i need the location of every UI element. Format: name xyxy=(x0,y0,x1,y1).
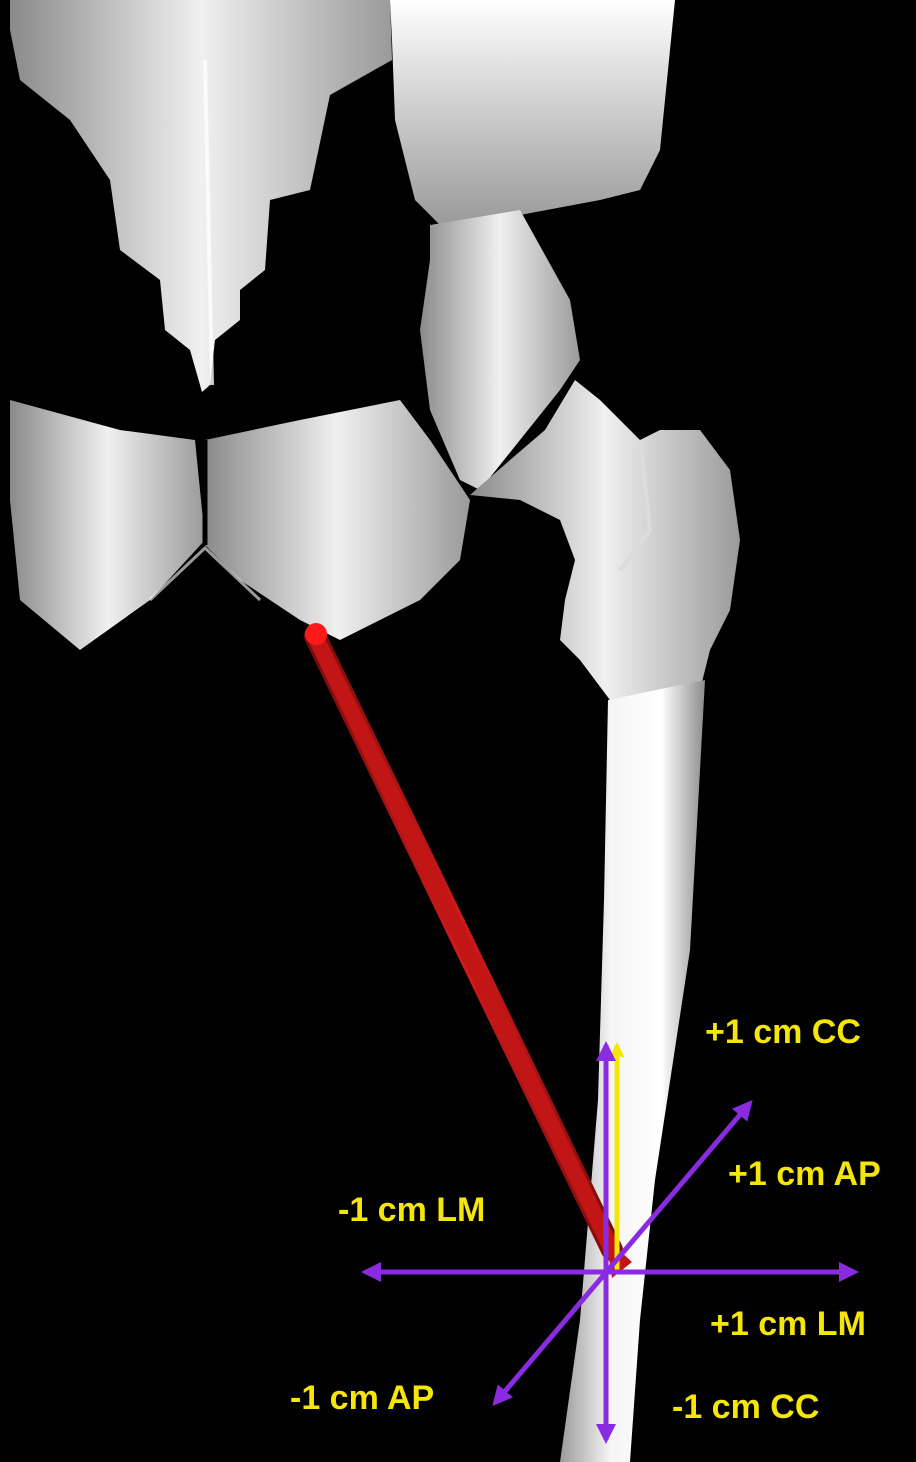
minus-cc-label: -1 cm CC xyxy=(672,1388,819,1426)
muscle-origin-point xyxy=(305,623,327,645)
plus-ap-label: +1 cm AP xyxy=(728,1155,881,1193)
minus-ap-label: -1 cm AP xyxy=(290,1379,434,1417)
plus-lm-label: +1 cm LM xyxy=(710,1305,866,1343)
minus-lm-label: -1 cm LM xyxy=(338,1191,485,1229)
plus-cc-label: +1 cm CC xyxy=(705,1013,861,1051)
